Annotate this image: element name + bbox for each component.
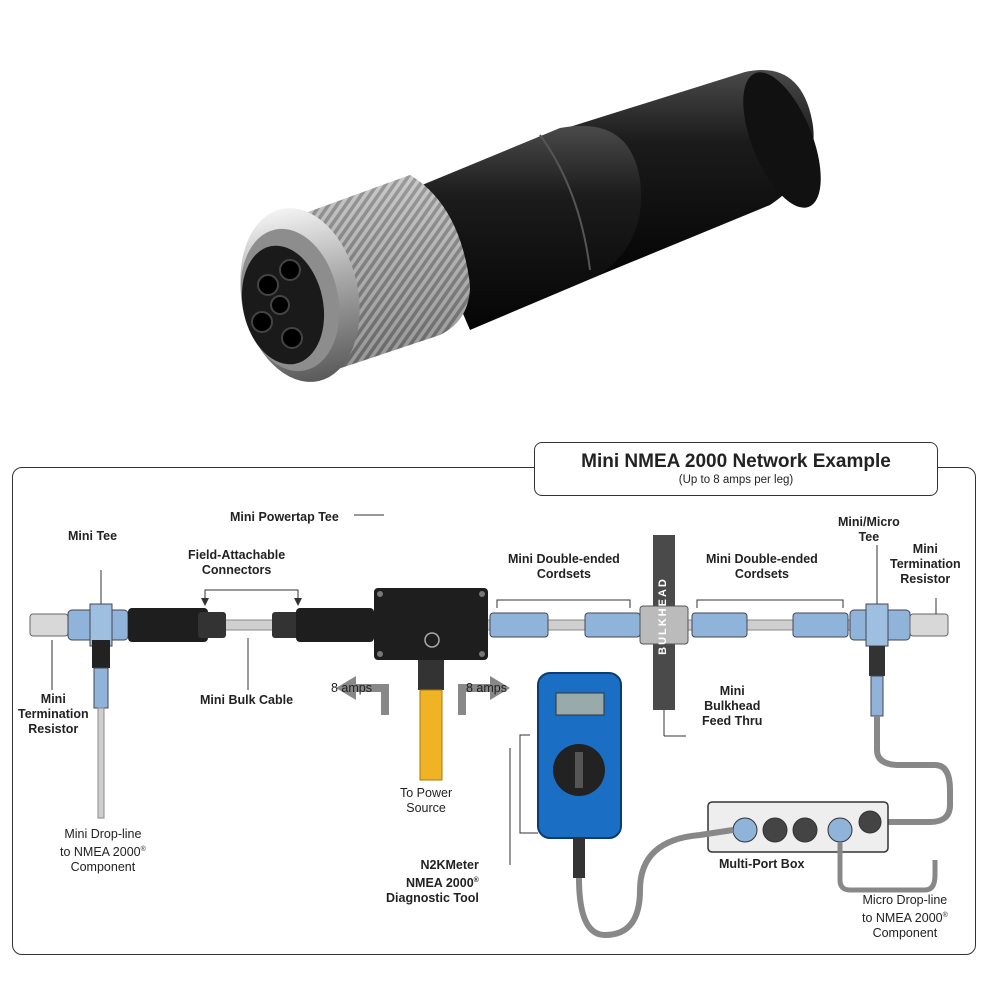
label-mini-micro-2: Tee — [858, 530, 880, 544]
label-power-2: Source — [406, 801, 446, 815]
label-mini-tee: Mini Tee — [68, 529, 117, 544]
network-diagram — [29, 514, 953, 939]
diagram-frame — [12, 467, 976, 955]
label-n2k-1: N2KMeter — [420, 858, 479, 872]
label-cordsets-right-2: Cordsets — [734, 567, 789, 581]
connector-photo — [240, 70, 821, 382]
label-bulkhead: Mini Bulkhead Feed Thru — [702, 684, 762, 729]
label-field-attachable-1: Field-Attachable — [188, 548, 286, 562]
label-drop-left-1: Mini Drop-line — [64, 827, 142, 841]
diagram-title: Mini NMEA 2000 Network Example — [581, 451, 891, 472]
diagram-subtitle: (Up to 8 amps per leg) — [678, 474, 794, 486]
label-power-1: To Power — [400, 786, 453, 800]
left-mini-tee — [67, 570, 129, 819]
label-term-left-1: Mini — [40, 692, 66, 706]
label-amps-right: 8 amps — [466, 681, 507, 696]
label-multiport: Multi-Port Box — [719, 857, 804, 872]
diagram-title-box: Mini NMEA 2000 Network Example (Up to 8 … — [534, 442, 938, 496]
label-drop-left-2: to NMEA 2000 — [60, 845, 141, 860]
label-amps-right-text: 8 amps — [466, 681, 507, 695]
label-amps-left: 8 amps — [331, 681, 372, 696]
amps-arrow-right — [458, 676, 510, 715]
registered-mark-3: ® — [942, 912, 948, 919]
label-cordsets-left-1: Mini Double-ended — [508, 552, 620, 566]
label-cordsets-right: Mini Double-ended Cordsets — [706, 552, 818, 582]
label-field-attachable: Field-Attachable Connectors — [188, 548, 285, 578]
left-termination-resistor — [29, 613, 69, 690]
label-n2k-2: NMEA 2000 — [406, 876, 474, 891]
bulkhead-feed-thru — [639, 535, 689, 737]
label-bulkhead-1: Mini — [719, 684, 745, 698]
right-mini-micro-tee — [849, 545, 953, 825]
socket-face — [240, 228, 340, 372]
label-power-source: To Power Source — [400, 786, 452, 816]
cordset-left — [489, 599, 641, 638]
multi-port-box — [707, 801, 938, 893]
registered-mark-2: ® — [473, 877, 479, 884]
cordset-right — [691, 599, 849, 638]
label-cordsets-left: Mini Double-ended Cordsets — [508, 552, 620, 582]
label-term-right-1: Mini — [912, 542, 938, 556]
amps-arrow-left — [336, 676, 389, 715]
label-term-left-2: Termination — [18, 707, 89, 721]
registered-mark-1: ® — [140, 846, 146, 853]
label-powertap: Mini Powertap Tee — [230, 510, 339, 525]
label-field-attachable-2: Connectors — [201, 563, 272, 577]
label-bulk-cable: Mini Bulk Cable — [200, 693, 293, 708]
label-powertap-text: Mini Powertap Tee — [230, 510, 339, 524]
n2kmeter-device — [509, 672, 734, 939]
label-mini-tee-text: Mini Tee — [68, 529, 118, 543]
label-drop-left: Mini Drop-line to NMEA 2000® Component — [60, 827, 146, 875]
label-n2kmeter: N2KMeter NMEA 2000® Diagnostic Tool — [386, 858, 479, 906]
label-mini-micro-tee: Mini/Micro Tee — [838, 515, 900, 545]
label-bulkhead-2: Bulkhead — [704, 699, 761, 713]
label-n2k-3: Diagnostic Tool — [386, 891, 479, 906]
label-term-right-3: Resistor — [900, 572, 951, 586]
label-term-right-2: Termination — [890, 557, 961, 571]
label-mini-micro-1: Mini/Micro — [838, 515, 900, 529]
bulkhead-plate-text: BULKHEAD — [657, 576, 669, 656]
label-multiport-text: Multi-Port Box — [719, 857, 805, 871]
label-bulkhead-3: Feed Thru — [702, 714, 763, 728]
right-termination-resistor — [909, 598, 949, 637]
label-micro-drop: Micro Drop-line to NMEA 2000® Component — [862, 893, 948, 941]
label-micro-drop-3: Component — [872, 926, 938, 941]
label-termination-right: Mini Termination Resistor — [890, 542, 961, 587]
label-amps-left-text: 8 amps — [331, 681, 372, 695]
powertap-tee — [354, 514, 488, 781]
label-micro-drop-2: to NMEA 2000 — [862, 911, 943, 926]
bulkhead-plate-label: BULKHEAD — [657, 577, 669, 655]
label-micro-drop-1: Micro Drop-line — [862, 893, 948, 907]
field-attachable-connectors — [128, 589, 374, 690]
label-cordsets-right-1: Mini Double-ended — [706, 552, 818, 566]
label-term-left-3: Resistor — [28, 722, 79, 736]
label-drop-left-3: Component — [70, 860, 136, 875]
label-cordsets-left-2: Cordsets — [536, 567, 591, 581]
label-termination-left: Mini Termination Resistor — [18, 692, 89, 737]
label-bulk-cable-text: Mini Bulk Cable — [200, 693, 294, 707]
